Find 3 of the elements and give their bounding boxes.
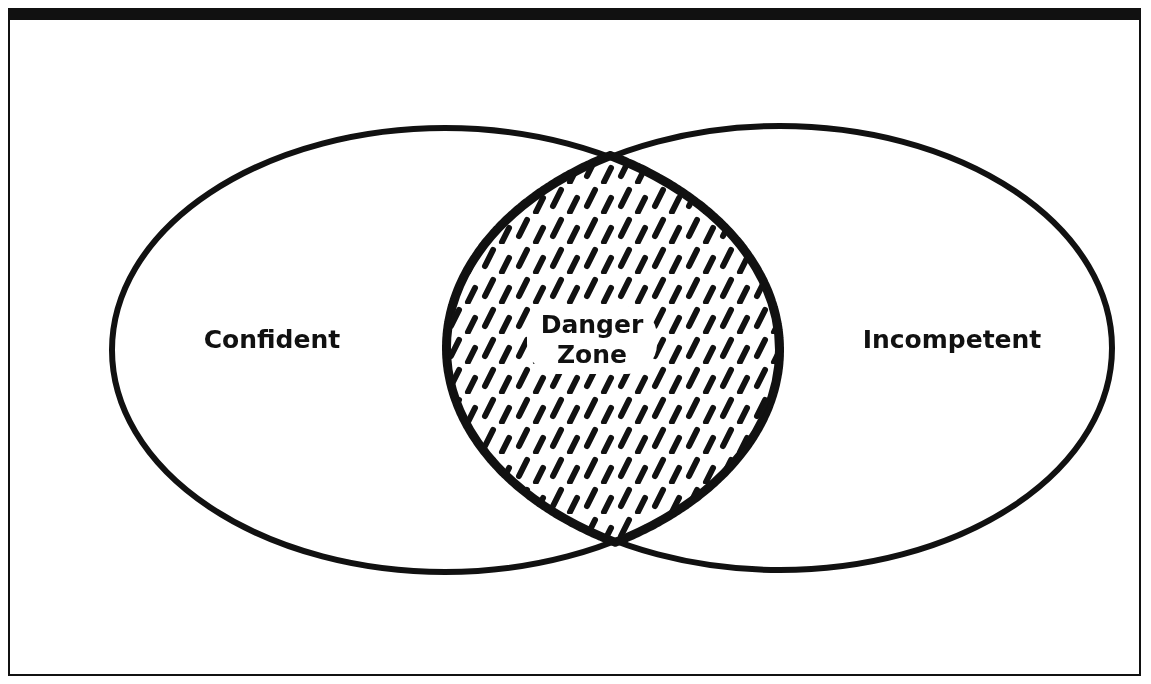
zone-label: Danger Zone	[527, 306, 657, 374]
set-label: Confident	[203, 325, 341, 355]
set-label: Incompetent	[862, 325, 1042, 355]
